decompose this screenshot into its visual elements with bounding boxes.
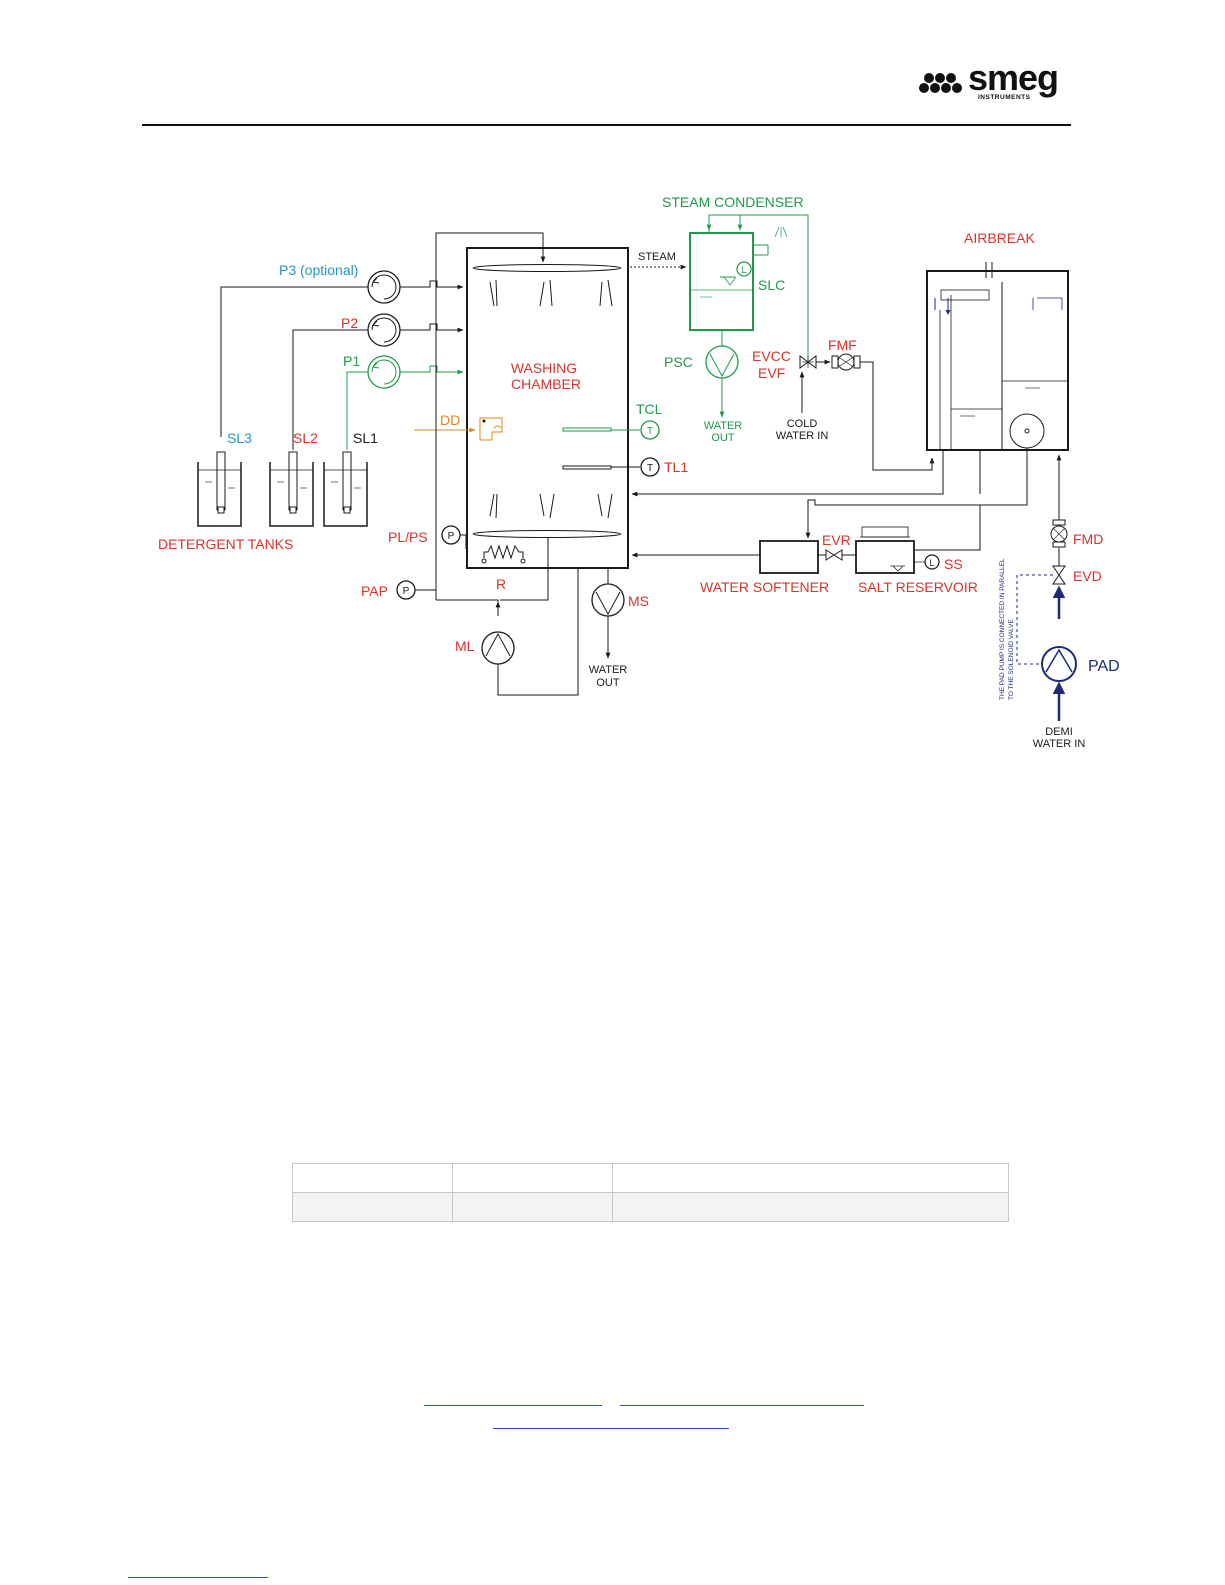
pap-label: PAP [361, 583, 388, 599]
p1-pump-icon [367, 355, 401, 389]
ss-label: SS [944, 556, 963, 572]
fmf-label: FMF [828, 337, 857, 353]
sl2-label: SL2 [293, 430, 318, 446]
ms-water-out-2: OUT [596, 677, 620, 689]
dd-dispenser-icon [479, 417, 503, 441]
ms-label: MS [628, 593, 649, 609]
header-divider [142, 124, 1071, 126]
tl1-label: TL1 [664, 459, 688, 475]
ml-label: ML [455, 638, 475, 654]
airbreak-label: AIRBREAK [964, 230, 1035, 246]
salt-reservoir-label: SALT RESERVOIR [858, 579, 978, 595]
table-cell [452, 1163, 613, 1193]
steam-condenser [689, 232, 769, 331]
table-cell [612, 1192, 1009, 1222]
brand-sub: INSTRUMENTS [978, 94, 1031, 101]
svg-text:P: P [448, 531, 455, 542]
chamber-label: CHAMBER [511, 376, 581, 392]
link-underline-1[interactable] [424, 1405, 602, 1406]
water-softener [759, 540, 819, 574]
table-cell [292, 1163, 453, 1193]
demi-water-1: DEMI [1045, 726, 1073, 738]
pad-label: PAD [1088, 658, 1120, 675]
psc-water-out-1: WATER [704, 420, 743, 432]
evd-label: EVD [1073, 568, 1102, 584]
fmd-label: FMD [1073, 531, 1103, 547]
psc-label: PSC [664, 354, 693, 370]
table-cell [292, 1192, 453, 1222]
svg-text:L: L [741, 265, 746, 275]
steam-condenser-label: STEAM CONDENSER [662, 194, 804, 210]
psc-water-out-2: OUT [711, 432, 735, 444]
psc-pump-icon [705, 345, 739, 379]
pap-pressure-icon: P [396, 580, 416, 600]
evcc-evf-valve-icon [799, 355, 817, 369]
link-underline-2[interactable] [620, 1405, 864, 1406]
detergent-tank-sl2 [269, 451, 314, 527]
svg-text:L: L [929, 558, 934, 568]
cold-water-1: COLD [787, 418, 818, 430]
washing-label: WASHING [511, 360, 577, 376]
detergent-tank-sl3 [197, 451, 242, 527]
detergent-tank-sl1 [323, 451, 368, 527]
p2-pump-icon [367, 313, 401, 347]
evr-label: EVR [822, 532, 851, 548]
washing-chamber [466, 247, 640, 569]
footer-link-underline[interactable] [128, 1577, 268, 1578]
tl1-sensor-icon: T [640, 457, 660, 477]
evd-valve-icon [1052, 565, 1066, 585]
r-label: R [496, 576, 506, 592]
sl1-label: SL1 [353, 430, 378, 446]
cold-water-2: WATER IN [776, 430, 829, 442]
smeg-logo-icon [919, 73, 962, 93]
table-row [292, 1163, 1009, 1193]
fmf-flowmeter-icon [831, 353, 861, 371]
svg-text:P: P [403, 586, 410, 597]
empty-table [292, 1163, 1009, 1222]
salt-reservoir [855, 526, 915, 574]
table-cell [612, 1163, 1009, 1193]
ms-pump-icon [591, 583, 625, 617]
link-underline-3[interactable] [493, 1428, 729, 1429]
p2-label: P2 [341, 315, 358, 331]
p3-label: P3 (optional) [279, 262, 358, 278]
fmd-flowmeter-icon [1050, 519, 1068, 548]
brand-name: smeg [968, 57, 1059, 98]
water-softener-label: WATER SOFTENER [700, 579, 829, 595]
ml-pump-icon [481, 631, 515, 665]
pad-pump-icon [1041, 646, 1077, 682]
detergent-tanks-label: DETERGENT TANKS [158, 536, 293, 552]
slc-label: SLC [758, 277, 785, 293]
evf-label: EVF [758, 365, 785, 381]
pad-note-line-2: TO THE SOLENOID VALVE [1008, 619, 1015, 700]
airbreak-tank [926, 262, 1069, 451]
table-cell [452, 1192, 613, 1222]
slc-level-icon: L [736, 261, 752, 277]
p3-pump-icon [367, 270, 401, 304]
svg-text:T: T [647, 463, 653, 474]
steam-label: STEAM [638, 251, 676, 263]
table-row [292, 1192, 1009, 1222]
demi-water-2: WATER IN [1033, 738, 1086, 750]
pad-note-line-1: THE PAD PUMP IS CONNECTED IN PARALLEL [999, 558, 1006, 700]
plps-pressure-icon: P [441, 525, 461, 545]
plps-label: PL/PS [388, 529, 428, 545]
dd-label: DD [440, 412, 460, 428]
ss-level-icon: L [924, 554, 940, 570]
p1-label: P1 [343, 353, 360, 369]
evcc-label: EVCC [752, 348, 791, 364]
ms-water-out-1: WATER [589, 664, 628, 676]
svg-text:T: T [647, 426, 653, 437]
sl3-label: SL3 [227, 430, 252, 446]
evr-valve-icon [825, 549, 843, 561]
tcl-sensor-icon: T [640, 420, 660, 440]
tcl-label: TCL [636, 401, 663, 417]
